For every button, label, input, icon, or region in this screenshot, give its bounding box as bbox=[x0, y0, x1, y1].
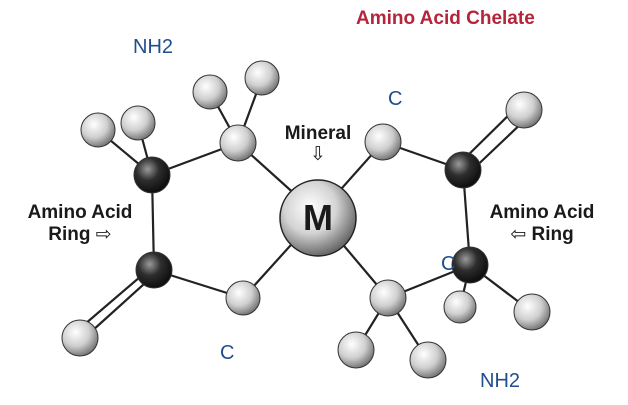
label-nh2-top: NH2 bbox=[133, 36, 174, 58]
label-c-top: C bbox=[388, 88, 403, 110]
atom bbox=[135, 251, 173, 289]
label-ring-right: Amino Acid ⇦ Ring bbox=[480, 203, 604, 244]
atom bbox=[225, 280, 261, 316]
atom bbox=[219, 124, 257, 162]
arrow-right-outline-icon: ⇨ bbox=[95, 223, 112, 245]
ring-right-line2-row: ⇦ Ring bbox=[480, 223, 604, 245]
arrow-down-outline-icon: ⇩ bbox=[310, 143, 326, 165]
label-nh2-bottom: NH2 bbox=[480, 370, 521, 392]
atom bbox=[61, 319, 99, 357]
metal-symbol: M bbox=[303, 197, 333, 238]
atom bbox=[337, 331, 375, 369]
atom bbox=[443, 290, 477, 324]
ring-right-line1: Amino Acid bbox=[489, 202, 595, 223]
label-c-right: C bbox=[441, 253, 456, 275]
label-mineral: Mineral ⇩ bbox=[276, 124, 360, 164]
ring-left-line2: Ring bbox=[48, 224, 91, 245]
atom bbox=[451, 246, 489, 284]
atom bbox=[505, 91, 543, 129]
atom bbox=[192, 74, 228, 110]
arrow-left-outline-icon: ⇦ bbox=[510, 223, 527, 245]
atom bbox=[133, 156, 171, 194]
atom bbox=[364, 123, 402, 161]
metal-atom bbox=[279, 179, 357, 257]
atom bbox=[120, 105, 156, 141]
atoms bbox=[61, 60, 551, 379]
ring-left-line2-row: Ring ⇨ bbox=[18, 223, 142, 245]
label-c-bottom: C bbox=[220, 342, 235, 364]
page-title: Amino Acid Chelate bbox=[356, 8, 535, 29]
ring-left-line1: Amino Acid bbox=[27, 202, 133, 223]
ring-right-line2: Ring bbox=[531, 224, 574, 245]
atom bbox=[244, 60, 280, 96]
label-ring-left: Amino Acid Ring ⇨ bbox=[18, 203, 142, 244]
atom bbox=[409, 341, 447, 379]
atom bbox=[80, 112, 116, 148]
atom bbox=[513, 293, 551, 331]
atom bbox=[444, 151, 482, 189]
atom bbox=[369, 279, 407, 317]
mineral-text: Mineral bbox=[284, 123, 352, 144]
